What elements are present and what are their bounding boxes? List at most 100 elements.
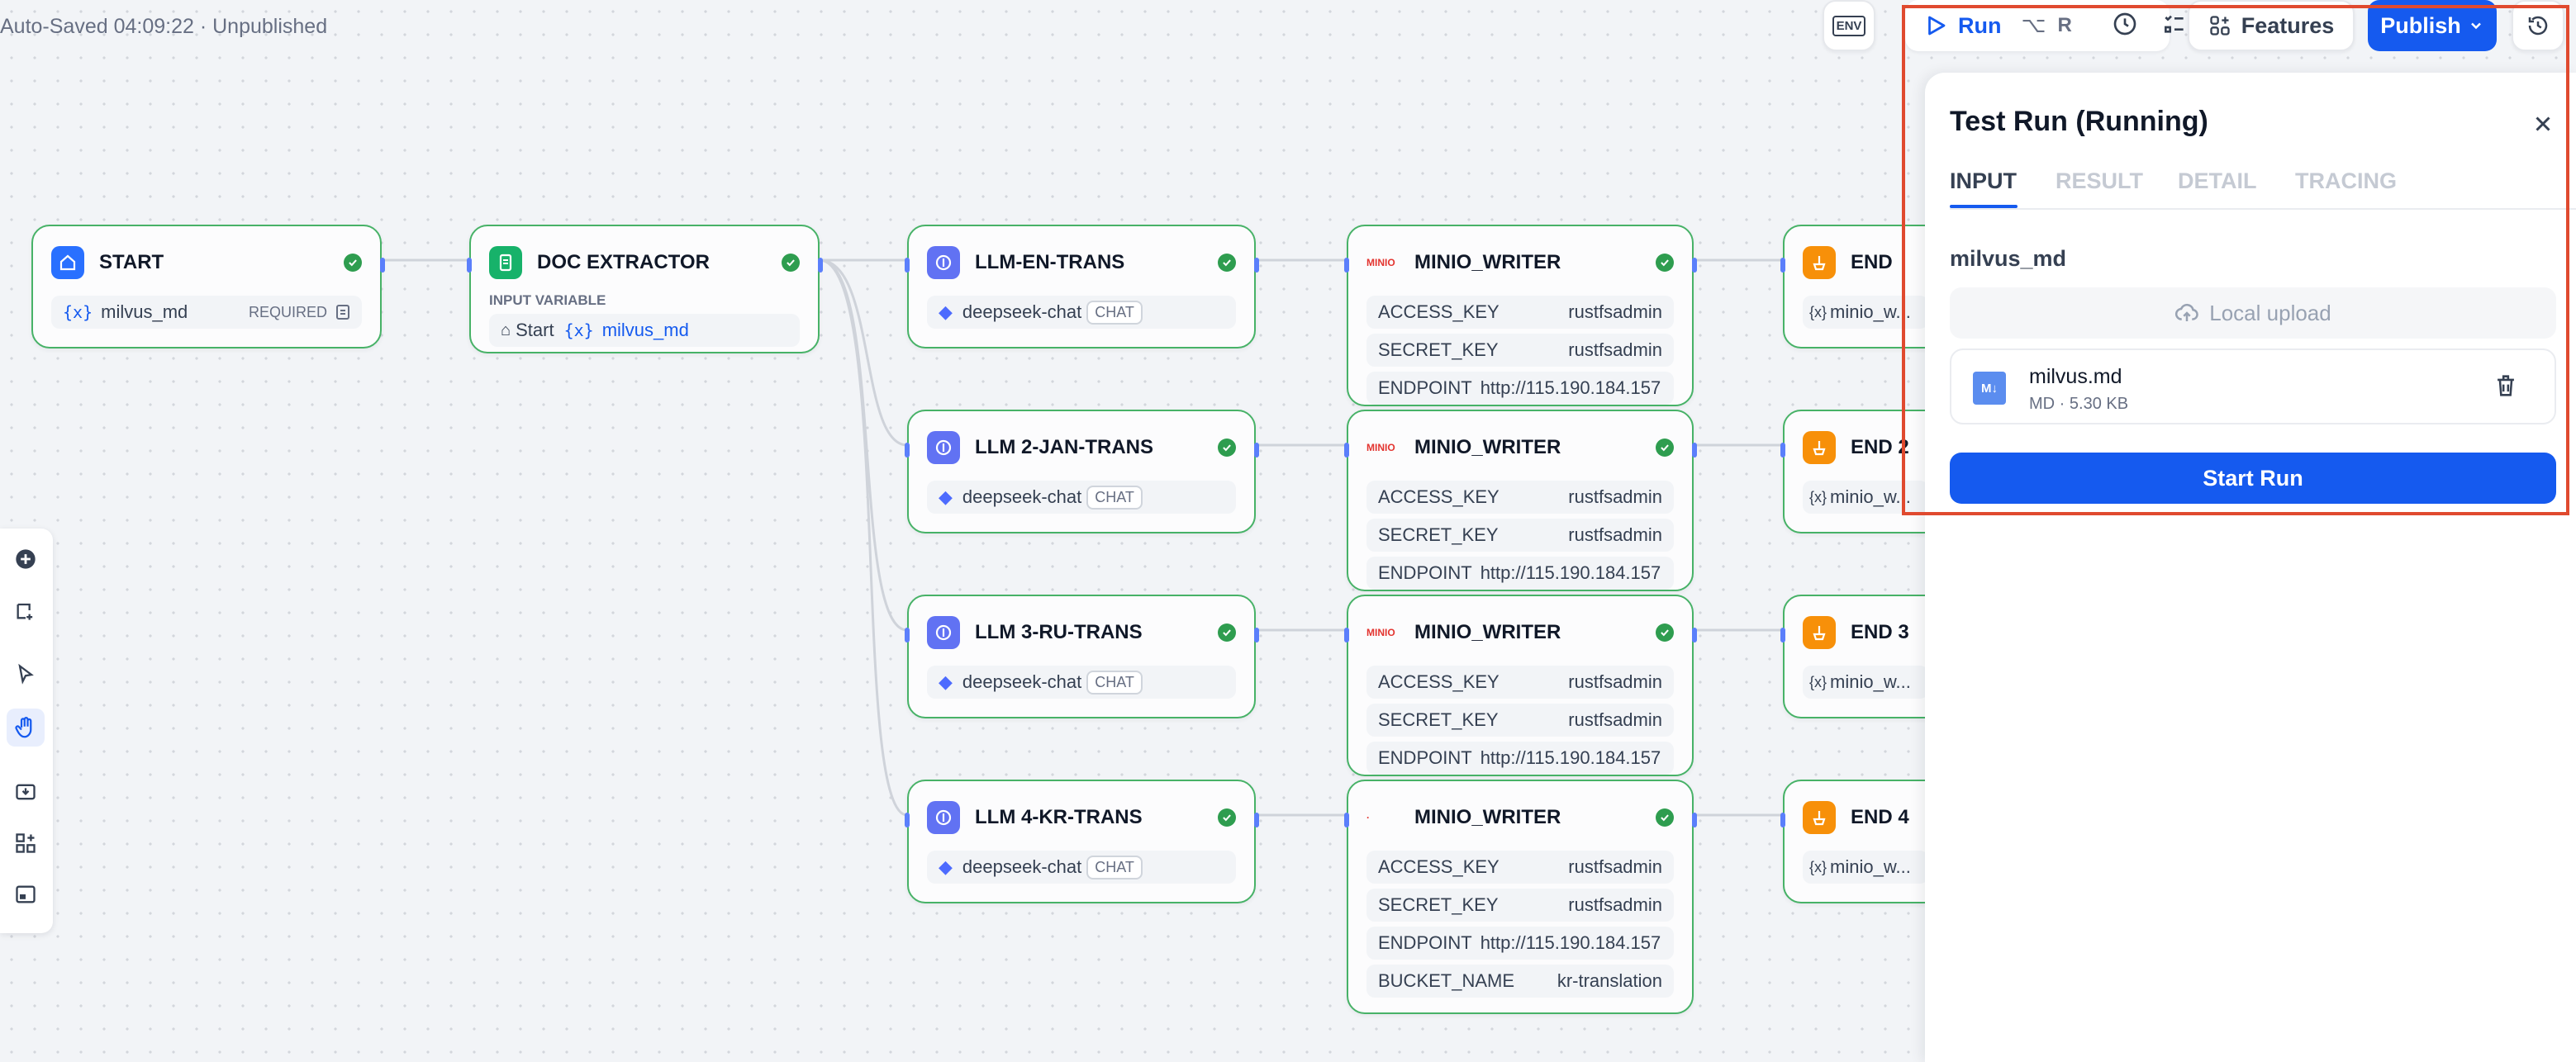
input-port[interactable] [1780, 628, 1785, 642]
input-port[interactable] [1344, 443, 1349, 458]
start-node[interactable]: START {x} milvus_md REQUIRED [31, 225, 385, 348]
llm-node[interactable]: LLM 2-JAN-TRANS ◆ deepseek-chat CHAT [905, 410, 1259, 533]
end-node[interactable]: END 2 {x}minio_w... [1780, 410, 1948, 533]
param-key: SECRET_KEY [1378, 709, 1499, 730]
active-tab-indicator [1950, 205, 2018, 208]
end-node[interactable]: END 4 {x}minio_w... [1780, 780, 1948, 903]
run-toolbar: Run ⌥ R [1905, 0, 2184, 51]
add-node-button[interactable] [7, 540, 45, 578]
success-check-icon [1656, 439, 1674, 457]
start-variable: milvus_md [101, 301, 188, 322]
run-button[interactable]: Run ⌥ R [1905, 0, 2072, 51]
minio-logo-icon: · [1366, 812, 1370, 823]
success-check-icon [344, 254, 362, 272]
end-node[interactable]: END 3 {x}minio_w... [1780, 595, 1948, 718]
output-port[interactable] [1692, 258, 1697, 273]
input-port[interactable] [1344, 258, 1349, 273]
publish-label: Publish [2380, 12, 2461, 38]
end-variable: minio_w... [1830, 671, 1911, 692]
play-icon [1928, 16, 1946, 36]
model-mode-tag: CHAT [1086, 300, 1143, 325]
input-port[interactable] [905, 258, 910, 273]
required-label: REQUIRED [248, 303, 327, 320]
checklist-button[interactable] [2161, 11, 2188, 41]
input-port[interactable] [905, 628, 910, 642]
input-port[interactable] [905, 813, 910, 827]
input-port[interactable] [1780, 813, 1785, 827]
success-check-icon [1218, 439, 1236, 457]
param-value: http://115.190.184.157:... [1480, 562, 1662, 583]
pointer-mode-button[interactable] [7, 656, 45, 694]
llm-icon [927, 801, 960, 834]
organize-blocks-button[interactable] [7, 824, 45, 862]
param-key: ACCESS_KEY [1378, 486, 1499, 507]
minimap-button[interactable] [7, 875, 45, 913]
trash-icon [2498, 375, 2514, 396]
variable-icon: {x} [1809, 673, 1827, 690]
tab-tracing[interactable]: TRACING [2295, 168, 2397, 193]
features-button[interactable]: Features [2188, 0, 2355, 51]
tab-detail[interactable]: DETAIL [2178, 168, 2257, 193]
param-key: ENDPOINT [1378, 932, 1472, 953]
input-port[interactable] [1780, 443, 1785, 458]
input-port[interactable] [905, 443, 910, 458]
delete-file-button[interactable] [2492, 372, 2520, 404]
start-run-button[interactable]: Start Run [1950, 453, 2556, 504]
run-label: Run [1958, 12, 2002, 38]
end-icon [1803, 246, 1836, 279]
param-key: BUCKET_NAME [1378, 970, 1515, 991]
output-port[interactable] [1692, 628, 1697, 642]
tab-result[interactable]: RESULT [2056, 168, 2143, 193]
variable-icon: {x} [1809, 858, 1827, 875]
node-title: DOC EXTRACTOR [537, 251, 710, 273]
tab-input[interactable]: INPUT [1950, 168, 2017, 193]
version-history-button[interactable] [2512, 0, 2564, 51]
output-port[interactable] [818, 258, 823, 273]
param-value: rustfsadmin [1568, 301, 1662, 322]
output-port[interactable] [1692, 443, 1697, 458]
llm-node[interactable]: LLM-EN-TRANS ◆ deepseek-chat CHAT [905, 225, 1259, 348]
output-port[interactable] [1692, 813, 1697, 827]
llm-node[interactable]: LLM 4-KR-TRANS ◆ deepseek-chat CHAT [905, 780, 1259, 903]
model-mode-tag: CHAT [1086, 670, 1143, 695]
node-title: MINIO_WRITER [1414, 806, 1561, 828]
publish-button[interactable]: Publish [2368, 0, 2497, 51]
variable-icon: {x} [1809, 488, 1827, 505]
output-port[interactable] [1254, 813, 1259, 827]
cursor-icon [18, 663, 34, 685]
node-title: LLM 2-JAN-TRANS [975, 436, 1153, 458]
param-value: rustfsadmin [1568, 856, 1662, 877]
local-upload-button[interactable]: Local upload [1950, 287, 2556, 339]
input-port[interactable] [467, 258, 472, 273]
param-key: SECRET_KEY [1378, 524, 1499, 545]
run-history-button[interactable] [2112, 11, 2138, 41]
llm-node[interactable]: LLM 3-RU-TRANS ◆ deepseek-chat CHAT [905, 595, 1259, 718]
param-key: SECRET_KEY [1378, 339, 1499, 360]
end-icon [1803, 431, 1836, 464]
history-icon [2528, 16, 2548, 36]
output-port[interactable] [1254, 443, 1259, 458]
env-button[interactable]: ENV [1823, 0, 1875, 51]
close-button[interactable] [2528, 109, 2558, 139]
input-port[interactable] [1780, 258, 1785, 273]
output-port[interactable] [1254, 258, 1259, 273]
autosave-status: Auto-Saved 04:09:22 · Unpublished [0, 15, 328, 38]
deepseek-icon: ◆ [939, 301, 953, 322]
home-icon [51, 246, 84, 279]
hand-mode-button[interactable] [7, 709, 45, 747]
add-note-button[interactable] [7, 591, 45, 629]
output-port[interactable] [380, 258, 385, 273]
end-node[interactable]: END {x}minio_w... [1780, 225, 1948, 348]
input-port[interactable] [1344, 628, 1349, 642]
export-image-button[interactable] [7, 773, 45, 811]
doc-extractor-node[interactable]: DOC EXTRACTOR INPUT VARIABLE ⌂ Start {x}… [467, 225, 823, 353]
output-port[interactable] [1254, 628, 1259, 642]
llm-icon [927, 246, 960, 279]
input-port[interactable] [1344, 813, 1349, 827]
model-name: deepseek-chat [962, 486, 1082, 507]
doc-variable: milvus_md [601, 320, 689, 340]
